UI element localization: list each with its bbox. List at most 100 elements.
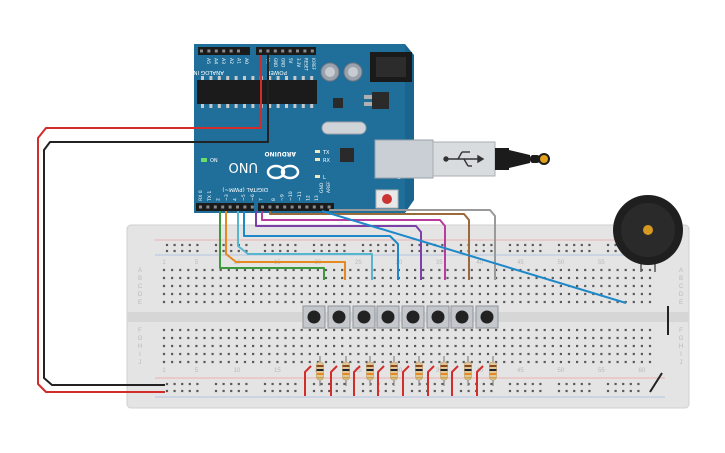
breadboard-hole (430, 268, 433, 272)
breadboard-hole (343, 249, 346, 253)
breadboard-hole (495, 360, 498, 364)
breadboard-hole (222, 389, 225, 393)
push-button[interactable] (401, 305, 425, 329)
breadboard-hole (365, 352, 368, 356)
breadboard-hole (357, 352, 360, 356)
push-button[interactable] (302, 305, 326, 329)
breadboard-hole (300, 276, 303, 280)
breadboard-hole (279, 389, 282, 393)
breadboard-hole (284, 268, 287, 272)
breadboard-hole (381, 300, 384, 304)
breadboard-hole (381, 352, 384, 356)
breadboard-hole (616, 328, 619, 332)
breadboard-hole (235, 276, 238, 280)
breadboard-hole (252, 328, 255, 332)
breadboard-hole (187, 300, 190, 304)
breadboard-hole (252, 336, 255, 340)
breadboard-hole (333, 284, 336, 288)
wire-brown (269, 211, 470, 280)
breadboard-hole (316, 328, 319, 332)
breadboard-hole (600, 284, 603, 288)
breadboard-hole (438, 360, 441, 364)
breadboard-hole (478, 328, 481, 332)
breadboard-hole (357, 360, 360, 364)
breadboard-hole (624, 352, 627, 356)
breadboard-hole (263, 243, 267, 247)
breadboard-hole (300, 360, 303, 364)
breadboard-hole (389, 300, 392, 304)
breadboard-hole (245, 249, 248, 253)
breadboard-hole (284, 284, 287, 288)
push-button[interactable] (376, 305, 400, 329)
breadboard-hole (441, 249, 444, 253)
push-button[interactable] (450, 305, 474, 329)
breadboard-hole (243, 276, 247, 280)
breadboard-hole (276, 328, 279, 332)
push-button[interactable] (327, 305, 351, 329)
breadboard-hole (503, 344, 506, 348)
breadboard-hole (584, 300, 587, 304)
breadboard-hole (284, 300, 287, 304)
breadboard-hole (286, 243, 289, 247)
breadboard-hole (333, 360, 336, 364)
breadboard-hole (284, 344, 287, 348)
breadboard-hole (300, 268, 303, 272)
breadboard-hole (292, 268, 295, 272)
breadboard-hole (316, 352, 319, 356)
breadboard-hole (454, 352, 457, 356)
breadboard-hole (328, 249, 331, 253)
breadboard-hole (573, 382, 576, 386)
breadboard-hole (524, 382, 527, 386)
breadboard-hole (252, 352, 255, 356)
breadboard-hole (422, 284, 425, 288)
breadboard-hole (341, 268, 344, 272)
breadboard-hole (495, 300, 498, 304)
breadboard-hole (430, 284, 433, 288)
breadboard-hole (405, 344, 409, 348)
breadboard-hole (503, 268, 506, 272)
breadboard-hole (508, 389, 512, 393)
breadboard-hole (637, 382, 640, 386)
breadboard-hole (576, 276, 579, 280)
breadboard-hole (524, 389, 527, 393)
breadboard-hole (490, 249, 493, 253)
breadboard-hole (606, 382, 610, 386)
breadboard-hole (438, 300, 441, 304)
breadboard-hole (446, 300, 449, 304)
digital-pin-label: ~10 (288, 191, 294, 201)
breadboard-hole (632, 268, 635, 272)
breadboard-hole (357, 328, 360, 332)
breadboard-hole (430, 276, 433, 280)
breadboard-hole (162, 276, 166, 280)
breadboard-hole (260, 360, 263, 364)
digital-pin-label: ~3 (224, 194, 230, 201)
breadboard-hole (300, 292, 303, 296)
breadboard-hole (511, 300, 514, 304)
breadboard-hole (276, 292, 279, 296)
breadboard-hole (640, 276, 643, 280)
breadboard-hole (260, 352, 263, 356)
breadboard-hole (527, 352, 530, 356)
push-button[interactable] (426, 305, 450, 329)
breadboard-hole (343, 382, 346, 386)
breadboard-hole (349, 284, 352, 288)
breadboard-hole (243, 344, 247, 348)
breadboard-hole (211, 300, 214, 304)
breadboard-hole (308, 292, 311, 296)
breadboard-hole (397, 344, 400, 348)
breadboard-hole (188, 389, 191, 393)
breadboard-hole (414, 292, 417, 296)
breadboard-hole (195, 328, 198, 332)
push-button[interactable] (352, 305, 376, 329)
breadboard-hole (211, 268, 214, 272)
breadboard-hole (271, 243, 274, 247)
breadboard-hole (179, 336, 182, 340)
breadboard-hole (632, 344, 635, 348)
breadboard-hole (245, 243, 248, 247)
breadboard-hole (426, 243, 429, 247)
push-button[interactable] (475, 305, 499, 329)
breadboard-hole (235, 284, 238, 288)
breadboard-hole (203, 328, 206, 332)
